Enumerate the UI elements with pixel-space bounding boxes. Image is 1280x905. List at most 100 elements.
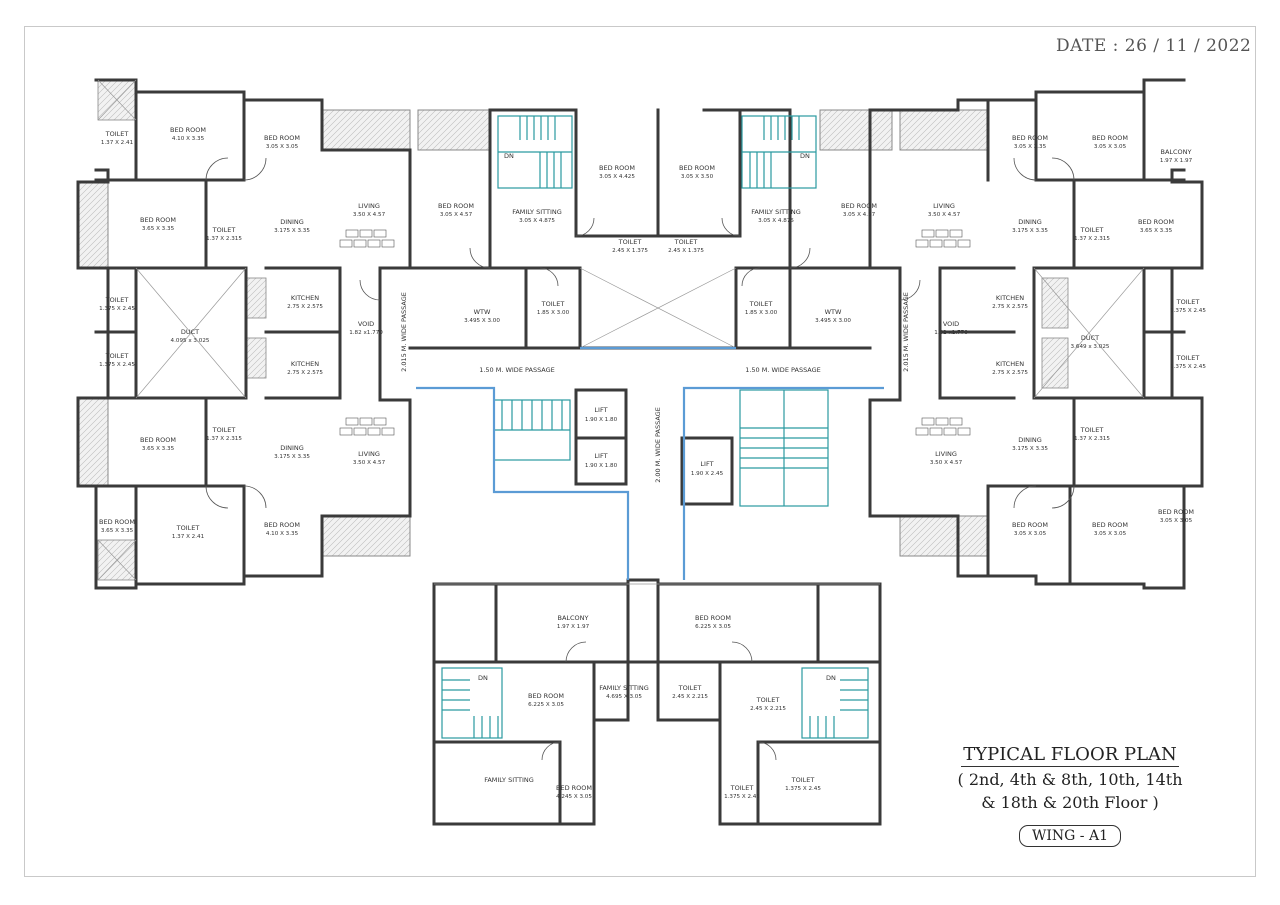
stair-down-label: DN	[826, 674, 836, 682]
room-name: BED ROOM	[264, 134, 300, 142]
lift-name: LIFT	[594, 406, 607, 414]
corridor-outline	[416, 346, 884, 580]
room-dimensions: 3.65 X 3.35	[142, 446, 175, 452]
room-name: BED ROOM	[599, 164, 635, 172]
small-dimension-boxes	[339, 229, 971, 436]
room-dimensions: 3.05 X 4.57	[843, 212, 876, 218]
room-dimensions: 2.75 X 2.575	[992, 370, 1028, 376]
room-dimensions: 3.649 x 3.025	[1071, 344, 1110, 350]
room-dimensions: 3.05 X 3.35	[1014, 144, 1047, 150]
room-dimensions: 3.05 X 4.875	[758, 218, 794, 224]
room-dimensions: 1.97 X 1.97	[557, 624, 590, 630]
room-name: FAMILY SITTING	[484, 776, 534, 784]
room-dimensions: 3.50 X 4.57	[928, 212, 961, 218]
room-name: BED ROOM	[264, 521, 300, 529]
room-name: BED ROOM	[1138, 218, 1174, 226]
room-dimensions: 3.05 X 3.05	[1160, 518, 1193, 524]
room-dimensions: 1.37 X 2.315	[1074, 436, 1110, 442]
room-dimensions: 3.495 X 3.00	[464, 318, 500, 324]
room-dimensions: 1.82 x1.770	[934, 330, 968, 336]
lift-dims: 1.90 X 1.80	[585, 417, 618, 423]
room-dimensions: 3.65 X 3.35	[1140, 228, 1173, 234]
room-dimensions: 1.37 X 2.315	[1074, 236, 1110, 242]
room-name: BED ROOM	[841, 202, 877, 210]
room-name: LIVING	[935, 450, 957, 458]
room-name: BED ROOM	[1092, 521, 1128, 529]
room-dimensions: 1.375 X 2.45	[99, 362, 135, 368]
room-name: TOILET	[749, 300, 773, 308]
plan-title: TYPICAL FLOOR PLAN	[961, 744, 1179, 767]
room-name: TOILET	[730, 784, 754, 792]
room-name: FAMILY SITTING	[512, 208, 562, 216]
room-name: VOID	[943, 320, 959, 328]
door-swings	[205, 157, 1075, 761]
passage-center-label: 2.00 M. WIDE PASSAGE	[654, 407, 662, 483]
room-dimensions: 4.695 X 3.05	[606, 694, 642, 700]
room-dimensions: 3.50 X 4.57	[353, 212, 386, 218]
room-dimensions: 1.85 X 3.00	[537, 310, 570, 316]
room-dimensions: 3.05 X 3.05	[266, 144, 299, 150]
room-name: BALCONY	[557, 614, 588, 622]
walls	[76, 78, 1204, 826]
room-name: DUCT	[181, 328, 199, 336]
staircases	[441, 115, 869, 739]
room-dimensions: 2.75 X 2.575	[992, 304, 1028, 310]
room-name: DINING	[1018, 436, 1042, 444]
passage-vertical-left-label: 2.015 M. WIDE PASSAGE	[400, 292, 408, 372]
room-dimensions: 4.095 x 3.025	[171, 338, 210, 344]
room-name: BED ROOM	[1092, 134, 1128, 142]
room-dimensions: 3.50 X 4.57	[353, 460, 386, 466]
lift-dims: 1.90 X 2.45	[691, 471, 724, 477]
room-name: KITCHEN	[291, 360, 319, 368]
room-name: LIVING	[358, 202, 380, 210]
room-dimensions: 3.05 X 4.57	[440, 212, 473, 218]
room-dimensions: 3.05 X 3.05	[1094, 144, 1127, 150]
room-name: TOILET	[1080, 226, 1104, 234]
room-dimensions: 3.50 X 4.57	[930, 460, 963, 466]
stair-down-label: DN	[478, 674, 488, 682]
interior-lines	[97, 79, 1145, 585]
room-name: TOILET	[791, 776, 815, 784]
room-dimensions: 3.175 X 3.35	[1012, 228, 1048, 234]
room-name: TOILET	[1176, 354, 1200, 362]
room-dimensions: 3.05 X 4.425	[599, 174, 635, 180]
room-dimensions: 2.45 X 1.375	[668, 248, 704, 254]
room-dimensions: 1.375 X 2.45	[724, 794, 760, 800]
room-name: BED ROOM	[140, 436, 176, 444]
room-name: DUCT	[1081, 334, 1099, 342]
room-dimensions: 6.225 X 3.05	[528, 702, 564, 708]
room-dimensions: 3.05 X 3.05	[1014, 531, 1047, 537]
room-name: TOILET	[1176, 298, 1200, 306]
room-name: TOILET	[105, 130, 129, 138]
passage-right-label: 1.50 M. WIDE PASSAGE	[745, 366, 821, 374]
room-dimensions: 2.45 X 2.215	[750, 706, 786, 712]
room-dimensions: 4.245 X 3.05	[556, 794, 592, 800]
room-name: TOILET	[678, 684, 702, 692]
room-name: BED ROOM	[438, 202, 474, 210]
title-block: TYPICAL FLOOR PLAN ( 2nd, 4th & 8th, 10t…	[955, 744, 1185, 847]
room-name: TOILET	[105, 296, 129, 304]
balcony-hatches	[77, 79, 1069, 581]
lift-dims: 1.90 X 1.80	[585, 463, 618, 469]
room-dimensions: 1.37 X 2.315	[206, 236, 242, 242]
room-dimensions: 3.175 X 3.35	[274, 454, 310, 460]
room-name: KITCHEN	[996, 294, 1024, 302]
room-name: TOILET	[212, 426, 236, 434]
room-dimensions: 1.375 X 2.45	[99, 306, 135, 312]
room-dimensions: 4.10 X 3.35	[266, 531, 299, 537]
drawing-sheet	[24, 26, 1256, 877]
stair-labels: DN DN DN DN	[478, 152, 836, 682]
room-dimensions: 2.75 X 2.575	[287, 304, 323, 310]
lift-name: LIFT	[700, 460, 713, 468]
room-dimensions: 2.45 X 1.375	[612, 248, 648, 254]
room-name: LIVING	[358, 450, 380, 458]
room-name: BALCONY	[1160, 148, 1191, 156]
stair-down-label: DN	[800, 152, 810, 160]
room-name: BED ROOM	[1012, 134, 1048, 142]
room-dimensions: 2.45 X 2.215	[672, 694, 708, 700]
room-name: BED ROOM	[679, 164, 715, 172]
room-dimensions: 3.05 X 3.50	[681, 174, 714, 180]
room-dimensions: 2.75 X 2.575	[287, 370, 323, 376]
room-name: WTW	[474, 308, 491, 316]
